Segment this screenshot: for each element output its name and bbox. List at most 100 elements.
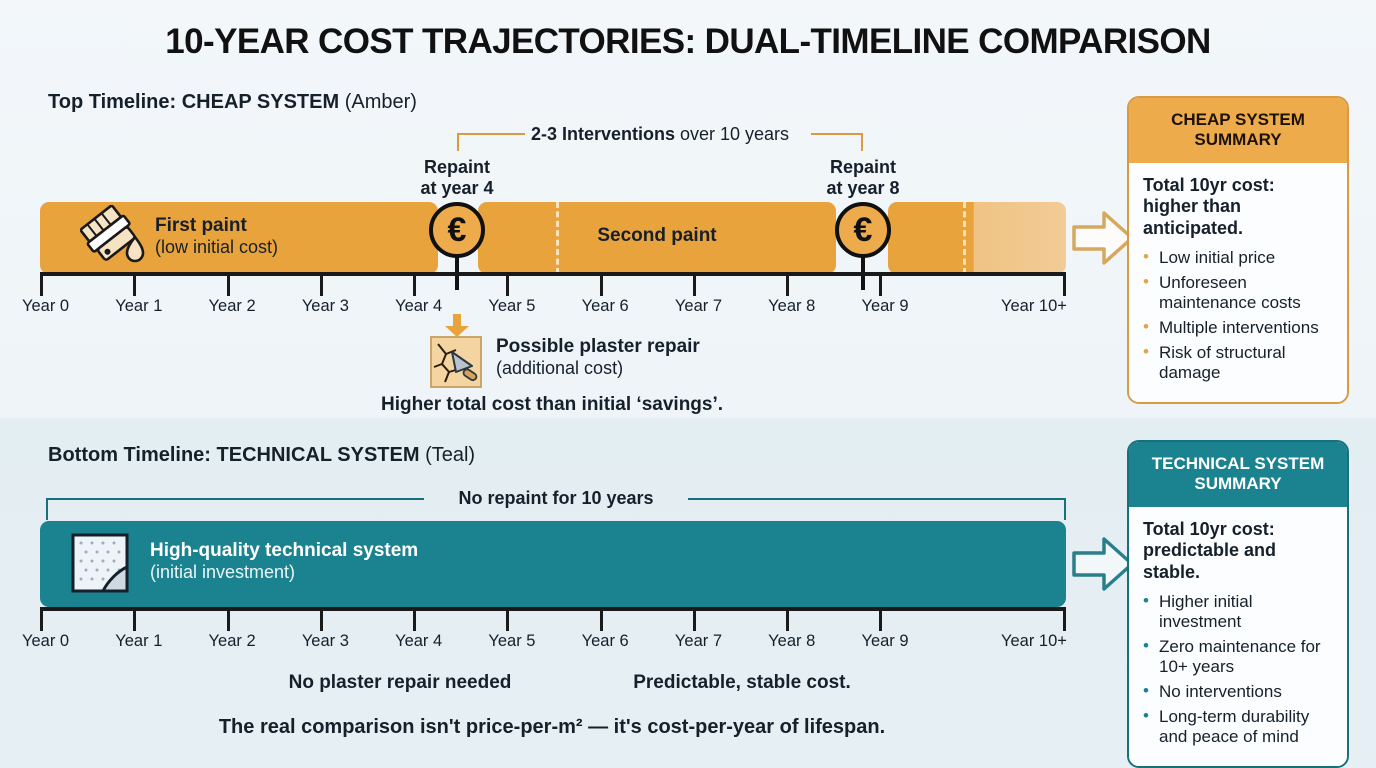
- no-repaint-bracket-label: No repaint for 10 years: [458, 488, 654, 508]
- axis-year-label: Year 0: [22, 297, 70, 315]
- top-timeline-label-plain: (Amber): [344, 91, 417, 113]
- axis-tick: [413, 611, 417, 631]
- axis-tick: [786, 611, 790, 631]
- top-timeline-label-bold: Top Timeline: CHEAP SYSTEM: [48, 91, 340, 113]
- axis-year-label: Year 1: [115, 632, 163, 650]
- plaster-repair-icon: [430, 336, 482, 388]
- technical-summary-lead: Total 10yr cost: predictable and stable.: [1143, 518, 1277, 582]
- axis-year-label: Year 8: [768, 632, 816, 650]
- axis-tick: [319, 276, 323, 296]
- axis-tick: [226, 611, 230, 631]
- axis-tick: [1063, 611, 1066, 631]
- summary-bullet: Zero maintenance for 10+ years: [1143, 636, 1333, 677]
- cheap-summary-lead: Total 10yr cost: higher than anticipated…: [1143, 174, 1275, 238]
- cheap-summary-body: Total 10yr cost: higher than anticipated…: [1129, 162, 1347, 402]
- cheap-flow-arrow-icon: [1072, 211, 1134, 265]
- cheap-summary-bullets: Low initial priceUnforeseen maintenance …: [1143, 247, 1333, 383]
- bar-technical-title: High-quality technical system: [150, 540, 419, 561]
- bar-technical-sub: (initial investment): [150, 562, 296, 583]
- axis-tick: [226, 276, 230, 296]
- interventions-bracket-label: 2-3 Interventions over 10 years: [457, 124, 863, 145]
- axis-year-label: Year 9: [861, 297, 909, 315]
- axis-tick: [692, 611, 696, 631]
- axis-tick: [319, 611, 323, 631]
- plaster-repair-sub: (additional cost): [496, 358, 624, 379]
- summary-bullet: No interventions: [1143, 681, 1333, 702]
- axis-tick: [40, 611, 43, 631]
- summary-bullet: Multiple interventions: [1143, 317, 1333, 338]
- axis-tick: [786, 276, 790, 296]
- axis-tick: [879, 276, 883, 296]
- technical-flow-arrow-icon: [1072, 537, 1134, 591]
- euro-marker-year8: €: [835, 202, 891, 290]
- bar-second-paint-label: Second paint: [478, 225, 836, 247]
- axis-year-label: Year 5: [488, 297, 536, 315]
- axis-tick: [879, 611, 883, 631]
- paintbrush-icon: [80, 205, 145, 263]
- axis-tick: [413, 276, 417, 296]
- bar-first-paint-label: First paint (low initial cost): [155, 215, 278, 258]
- repaint-year4-line2: at year 4: [420, 177, 494, 198]
- summary-bullet: Unforeseen maintenance costs: [1143, 272, 1333, 313]
- euro-marker-year4: €: [429, 202, 485, 290]
- interventions-bracket-label-plain: over 10 years: [680, 124, 790, 144]
- plaster-repair-label: Possible plaster repair (additional cost…: [496, 336, 700, 379]
- bar-technical-label: High-quality technical system (initial i…: [150, 540, 418, 583]
- top-timeline-label: Top Timeline: CHEAP SYSTEM (Amber): [48, 91, 417, 114]
- axis-year-label: Year 8: [768, 297, 816, 315]
- axis-year-label: Year 3: [301, 632, 349, 650]
- bottom-note-left: No plaster repair needed: [288, 672, 512, 693]
- axis-year-label: Year 10+: [1001, 632, 1067, 650]
- cheap-summary-heading-line1: CHEAP SYSTEM: [1171, 110, 1305, 129]
- cheap-system-summary-card: CHEAP SYSTEM SUMMARY Total 10yr cost: hi…: [1127, 96, 1349, 404]
- axis-tick: [599, 276, 603, 296]
- top-axis-line: [40, 272, 1066, 276]
- bar-first-paint-sub: (low initial cost): [155, 237, 279, 258]
- repaint-year8-line2: at year 8: [826, 177, 900, 198]
- axis-tick: [133, 611, 137, 631]
- bar-second-paint-divider: [556, 202, 559, 274]
- page-title: 10-YEAR COST TRAJECTORIES: DUAL-TIMELINE…: [165, 22, 1211, 61]
- axis-year-label: Year 7: [674, 297, 723, 315]
- top-note: Higher total cost than initial ‘savings’…: [380, 394, 724, 415]
- axis-year-label: Year 7: [674, 632, 723, 650]
- axis-year-label: Year 3: [301, 297, 349, 315]
- summary-bullet: Long-term durability and peace of mind: [1143, 706, 1333, 747]
- technical-summary-heading: TECHNICAL SYSTEM SUMMARY: [1129, 442, 1347, 507]
- axis-tick: [40, 276, 43, 296]
- conclusion-note: The real comparison isn't price-per-m² —…: [218, 716, 886, 738]
- bar-third-segment: [888, 202, 1066, 274]
- repaint-year4-label: Repaint at year 4: [380, 157, 534, 199]
- cheap-summary-heading-line2: SUMMARY: [1194, 130, 1282, 150]
- bottom-timeline-label: Bottom Timeline: TECHNICAL SYSTEM (Teal): [48, 444, 475, 467]
- bar-second-paint-title: Second paint: [597, 225, 717, 246]
- axis-tick: [506, 276, 510, 296]
- bar-technical-system: [40, 521, 1066, 607]
- down-arrow-icon: [445, 314, 469, 337]
- bottom-note-right: Predictable, stable cost.: [633, 672, 851, 693]
- axis-year-label: Year 2: [208, 297, 256, 315]
- euro-marker-year4-stem: [455, 250, 459, 290]
- axis-tick: [133, 276, 137, 296]
- axis-year-label: Year 6: [581, 632, 629, 650]
- summary-bullet: Low initial price: [1143, 247, 1333, 268]
- axis-year-label: Year 6: [581, 297, 629, 315]
- summary-bullet: Risk of structural damage: [1143, 342, 1333, 383]
- axis-year-label: Year 1: [115, 297, 163, 315]
- axis-year-label: Year 2: [208, 632, 256, 650]
- axis-year-label: Year 9: [861, 632, 909, 650]
- repaint-year8-line1: Repaint: [829, 157, 896, 177]
- euro-marker-year4-circle: €: [429, 202, 485, 258]
- axis-year-label: Year 10+: [1001, 297, 1067, 315]
- repaint-year4-line1: Repaint: [423, 157, 490, 177]
- technical-summary-bullets: Higher initial investmentZero maintenanc…: [1143, 591, 1333, 747]
- euro-marker-year8-stem: [861, 250, 865, 290]
- bottom-timeline-label-bold: Bottom Timeline: TECHNICAL SYSTEM: [48, 444, 420, 466]
- axis-year-label: Year 4: [395, 632, 443, 650]
- bottom-timeline-label-plain: (Teal): [425, 444, 476, 466]
- euro-marker-year8-circle: €: [835, 202, 891, 258]
- axis-year-label: Year 4: [395, 297, 443, 315]
- repaint-year8-label: Repaint at year 8: [786, 157, 940, 199]
- technical-summary-heading-line2: SUMMARY: [1194, 474, 1282, 494]
